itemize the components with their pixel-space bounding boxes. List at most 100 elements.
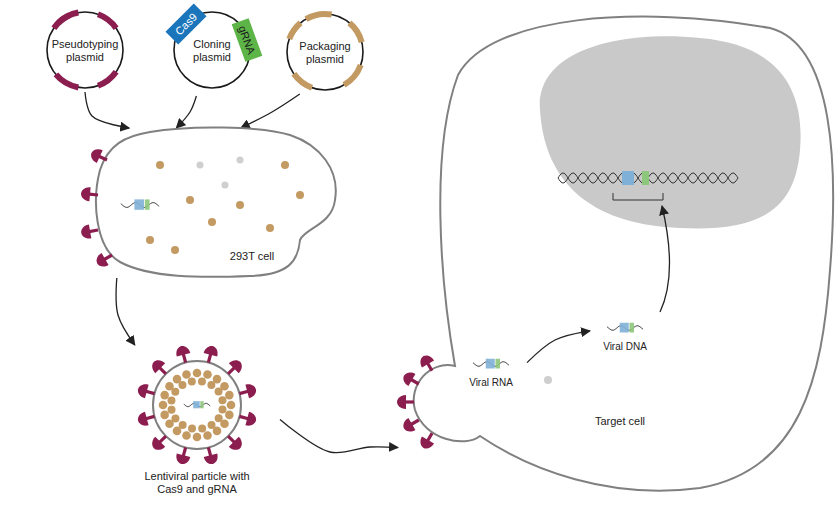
envelope-protein — [174, 344, 192, 364]
flow-arrow — [527, 331, 590, 363]
node-label: Pseudotyping plasmid — [49, 38, 121, 63]
flow-arrow — [176, 96, 196, 128]
flow-arrow — [280, 419, 398, 452]
envelope-protein — [401, 369, 423, 390]
protein-dot — [219, 406, 227, 414]
envelope-protein — [223, 431, 245, 453]
protein-dot — [227, 401, 236, 410]
protein-dot — [182, 370, 191, 379]
protein-dot — [179, 421, 187, 429]
segment-label: gRNA — [232, 18, 263, 62]
protein-dot — [193, 369, 202, 378]
protein-dot — [237, 157, 244, 164]
protein-dot — [544, 376, 552, 384]
protein-dot — [198, 425, 206, 433]
envelope-protein — [202, 344, 220, 364]
protein-dot — [208, 421, 216, 429]
genome-icon — [607, 323, 643, 333]
protein-dot — [171, 388, 179, 396]
protein-dot — [218, 396, 226, 404]
viral-genome: Viral DNA — [590, 314, 662, 356]
protein-dot — [198, 377, 206, 385]
protein-dot — [203, 370, 212, 379]
plasmid-circle: Packaging plasmid — [283, 10, 367, 94]
protein-dot — [225, 411, 234, 420]
envelope-protein — [202, 446, 220, 466]
cell-outline: 293T cell — [92, 128, 340, 278]
protein-dot — [215, 414, 223, 422]
nucleus — [540, 36, 801, 228]
protein-dot — [193, 433, 202, 442]
protein-dot — [167, 396, 175, 404]
envelope-protein — [94, 249, 116, 270]
protein-dot — [168, 406, 176, 414]
protein-dot — [188, 377, 196, 385]
envelope-protein — [80, 187, 98, 202]
envelope-protein — [136, 382, 156, 400]
protein-dot — [222, 182, 229, 189]
genome-icon — [184, 401, 210, 408]
protein-dot — [159, 401, 168, 410]
envelope-protein — [401, 414, 423, 435]
node-label: Packaging plasmid — [292, 40, 358, 65]
node-label: Viral DNA — [590, 341, 660, 353]
cell-membrane — [96, 127, 336, 277]
plasmid-segment — [97, 11, 119, 29]
plasmid-segment — [305, 11, 333, 22]
envelope-protein — [136, 410, 156, 428]
shape-outline — [92, 128, 340, 278]
envelope-protein — [89, 146, 110, 166]
target-cell: Target cell Viral RNA Viral DNA — [398, 8, 834, 498]
flow-arrow — [85, 92, 129, 128]
protein-dot — [281, 161, 289, 169]
protein-dot — [207, 381, 215, 389]
flow-arrow — [116, 278, 135, 345]
envelope-protein — [149, 431, 171, 453]
bracket — [613, 193, 663, 200]
plasmid-segment — [51, 13, 70, 30]
envelope-protein — [174, 446, 192, 466]
envelope-protein — [238, 382, 258, 400]
integrated-cas9 — [622, 171, 634, 185]
protein-dot — [182, 431, 191, 440]
node-label: 293T cell — [212, 250, 292, 263]
node-label: Target cell — [570, 415, 670, 428]
plasmid-segment — [286, 21, 302, 40]
genome-icon — [473, 359, 509, 369]
protein-dot — [236, 201, 244, 209]
cell-membrane — [414, 17, 833, 491]
envelope-protein — [417, 353, 438, 375]
protein-dot — [146, 236, 154, 244]
envelope-protein — [149, 357, 171, 379]
protein-dot — [296, 191, 304, 199]
integrated-grna — [642, 171, 649, 185]
viral-envelope — [153, 361, 241, 449]
plasmid-segment — [343, 64, 364, 88]
envelope-protein — [417, 430, 438, 452]
protein-dot — [178, 381, 186, 389]
protein-dot — [203, 431, 212, 440]
envelope-protein — [223, 357, 245, 379]
protein-dot — [171, 246, 179, 254]
protein-dot — [215, 388, 223, 396]
envelope-protein — [238, 410, 258, 428]
protein-dot — [160, 411, 169, 420]
node-label: Cloning plasmid — [181, 38, 243, 63]
protein-dot — [197, 162, 204, 169]
plasmid-circle: Pseudotyping plasmid — [43, 8, 127, 92]
plasmid-circle: Cas9Cloning plasmidgRNA — [160, 4, 264, 96]
protein-dot — [186, 196, 194, 204]
viral-particle: Lentiviral particle with Cas9 and gRNA — [115, 345, 280, 500]
protein-dot — [171, 414, 179, 422]
node-label: Viral RNA — [456, 377, 526, 389]
protein-dot — [156, 161, 164, 169]
protein-dot — [225, 391, 234, 400]
genome-icon — [121, 199, 159, 209]
plasmid-segment — [97, 70, 119, 88]
flow-arrow — [241, 94, 300, 128]
envelope-protein — [397, 395, 414, 409]
protein-dot — [266, 224, 274, 232]
protein-dot — [188, 425, 196, 433]
protein-dot — [208, 218, 216, 226]
